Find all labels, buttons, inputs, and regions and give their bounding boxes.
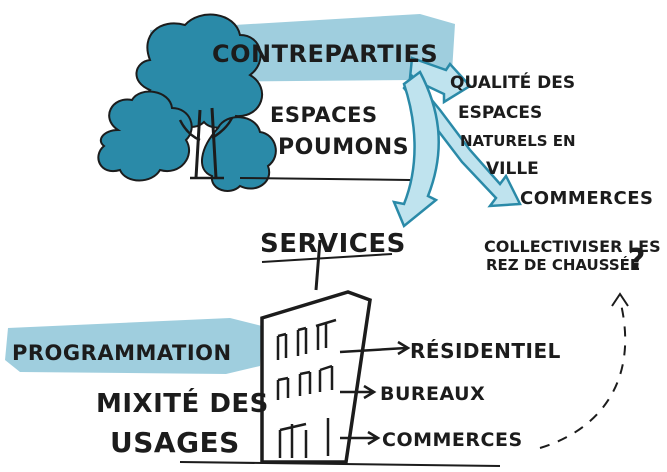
label-qualite-3: NATURELS EN [460, 132, 576, 150]
label-mixite: MIXITÉ DES [96, 387, 269, 419]
label-commerces-top: COMMERCES [520, 188, 653, 209]
label-espaces: ESPACES [270, 103, 378, 127]
arrow-residentiel [339, 340, 411, 356]
label-bureaux: BUREAUX [380, 383, 485, 405]
question-mark: ? [628, 243, 646, 278]
underline-mixite [179, 461, 501, 467]
label-usages: USAGES [110, 426, 240, 459]
label-collectiviser-2: REZ DE CHAUSSÉE [486, 255, 640, 274]
label-residentiel: RÉSIDENTIEL [410, 339, 561, 363]
underline-services [261, 253, 393, 263]
dashed-connector [539, 299, 627, 449]
label-qualite-2: ESPACES [458, 103, 542, 123]
building-icon [260, 239, 372, 464]
label-programmation: PROGRAMMATION [12, 341, 232, 365]
label-commerces-bottom: COMMERCES [382, 429, 523, 451]
label-qualite-4: VILLE [486, 159, 539, 179]
label-services: SERVICES [260, 229, 406, 259]
highlight-programmation [5, 318, 262, 374]
label-poumons: POUMONS [278, 135, 409, 160]
label-qualite-1: QUALITÉ DES [450, 71, 575, 93]
tree-icon [97, 13, 411, 192]
label-contreparties: CONTREPARTIES [212, 40, 438, 68]
arrow-bureaux [340, 384, 377, 400]
arrow-to-services [391, 70, 440, 229]
arrow-commerces-bottom [340, 430, 381, 446]
dashed-connector-arrowhead [611, 292, 629, 307]
label-collectiviser-1: COLLECTIVISER LES [484, 237, 661, 256]
